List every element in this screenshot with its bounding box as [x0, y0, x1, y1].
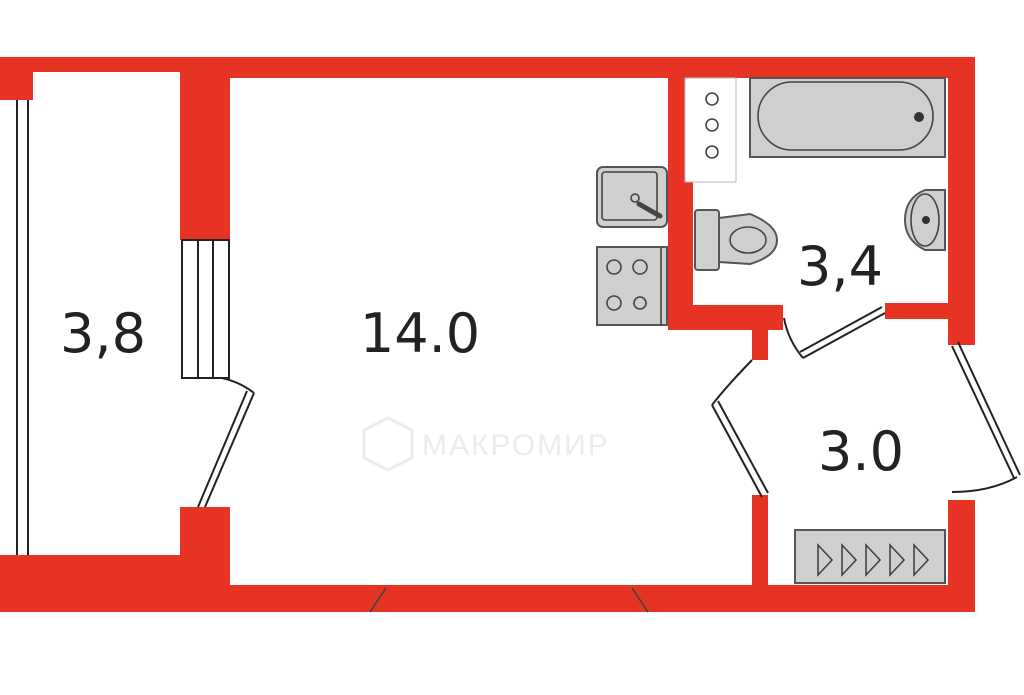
window-mark: [631, 587, 649, 613]
inner-window: [181, 239, 230, 379]
room-area-balcony: 3,8: [60, 302, 146, 365]
shelf: [684, 77, 737, 183]
bathroom-door[interactable]: [783, 306, 886, 359]
toilet: [694, 209, 779, 271]
hanger-icon: [817, 542, 930, 578]
bathtub: [749, 77, 946, 158]
room-area-bathroom: 3,4: [797, 235, 883, 298]
kitchen-sink: [596, 166, 668, 228]
balcony-window: [16, 100, 29, 555]
balcony-door[interactable]: [197, 377, 255, 508]
stove: [596, 246, 668, 326]
washbasin: [903, 189, 946, 251]
room-area-hallway: 3.0: [818, 420, 904, 483]
window-mark: [369, 587, 387, 613]
svg-text:МАКРОМИР: МАКРОМИР: [422, 429, 610, 462]
wardrobe: [794, 529, 946, 584]
burner-icon: [606, 259, 648, 311]
hallway-door[interactable]: [711, 359, 769, 498]
walls: [0, 57, 975, 612]
room-area-living-room: 14.0: [360, 302, 480, 365]
entrance-door[interactable]: [951, 341, 1021, 493]
watermark: МАКРОМИР: [362, 416, 610, 472]
